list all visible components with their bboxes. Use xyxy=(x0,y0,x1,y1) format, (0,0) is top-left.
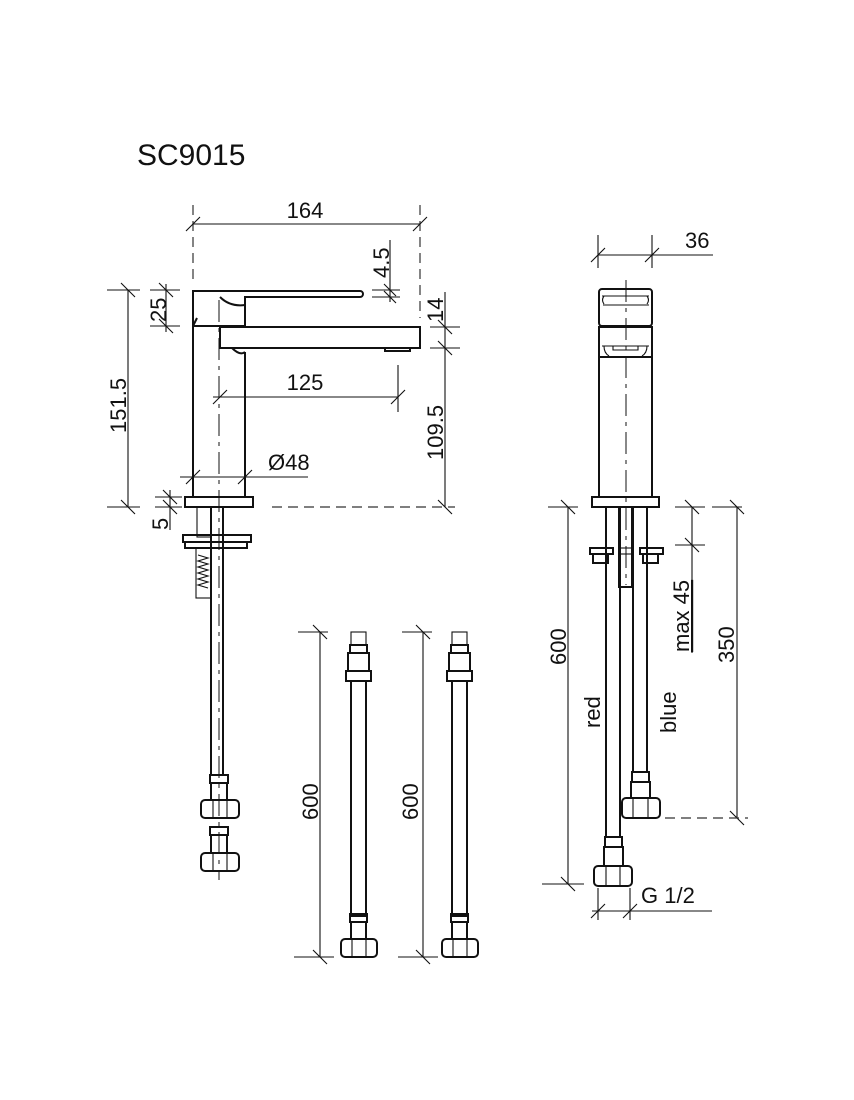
dim-hose-length: 600 xyxy=(546,628,571,665)
dim-rod-length: 350 xyxy=(714,626,739,663)
dim-lever-height: 25 xyxy=(146,298,171,322)
dim-max-deck: max 45 xyxy=(669,580,694,652)
dim-spout-height: 14 xyxy=(423,298,448,322)
hose-2-length: 600 xyxy=(398,783,423,820)
hose-1: 600 xyxy=(294,624,378,965)
dim-diameter: Ø48 xyxy=(268,450,310,475)
dim-width: 164 xyxy=(287,198,324,223)
model-title: SC9015 xyxy=(137,139,245,172)
dim-base: 5 xyxy=(148,518,173,530)
dim-front-width: 36 xyxy=(685,228,709,253)
label-blue: blue xyxy=(656,691,681,733)
dim-outlet-height: 109.5 xyxy=(423,405,448,460)
dim-total-height: 151.5 xyxy=(106,378,131,433)
front-view-dimensions: 36 600 red blue max 45 350 G 1/2 xyxy=(542,228,748,920)
hose-1-length: 600 xyxy=(298,783,323,820)
side-view-dimensions: 164 4.5 25 151.5 14 109.5 125 Ø48 xyxy=(106,198,460,530)
dim-reach: 125 xyxy=(287,370,324,395)
hose-2: 600 xyxy=(398,624,479,965)
label-red: red xyxy=(580,696,605,728)
dim-lever-gap: 4.5 xyxy=(369,247,394,278)
dim-thread: G 1/2 xyxy=(641,883,695,908)
front-view-faucet xyxy=(589,280,664,887)
